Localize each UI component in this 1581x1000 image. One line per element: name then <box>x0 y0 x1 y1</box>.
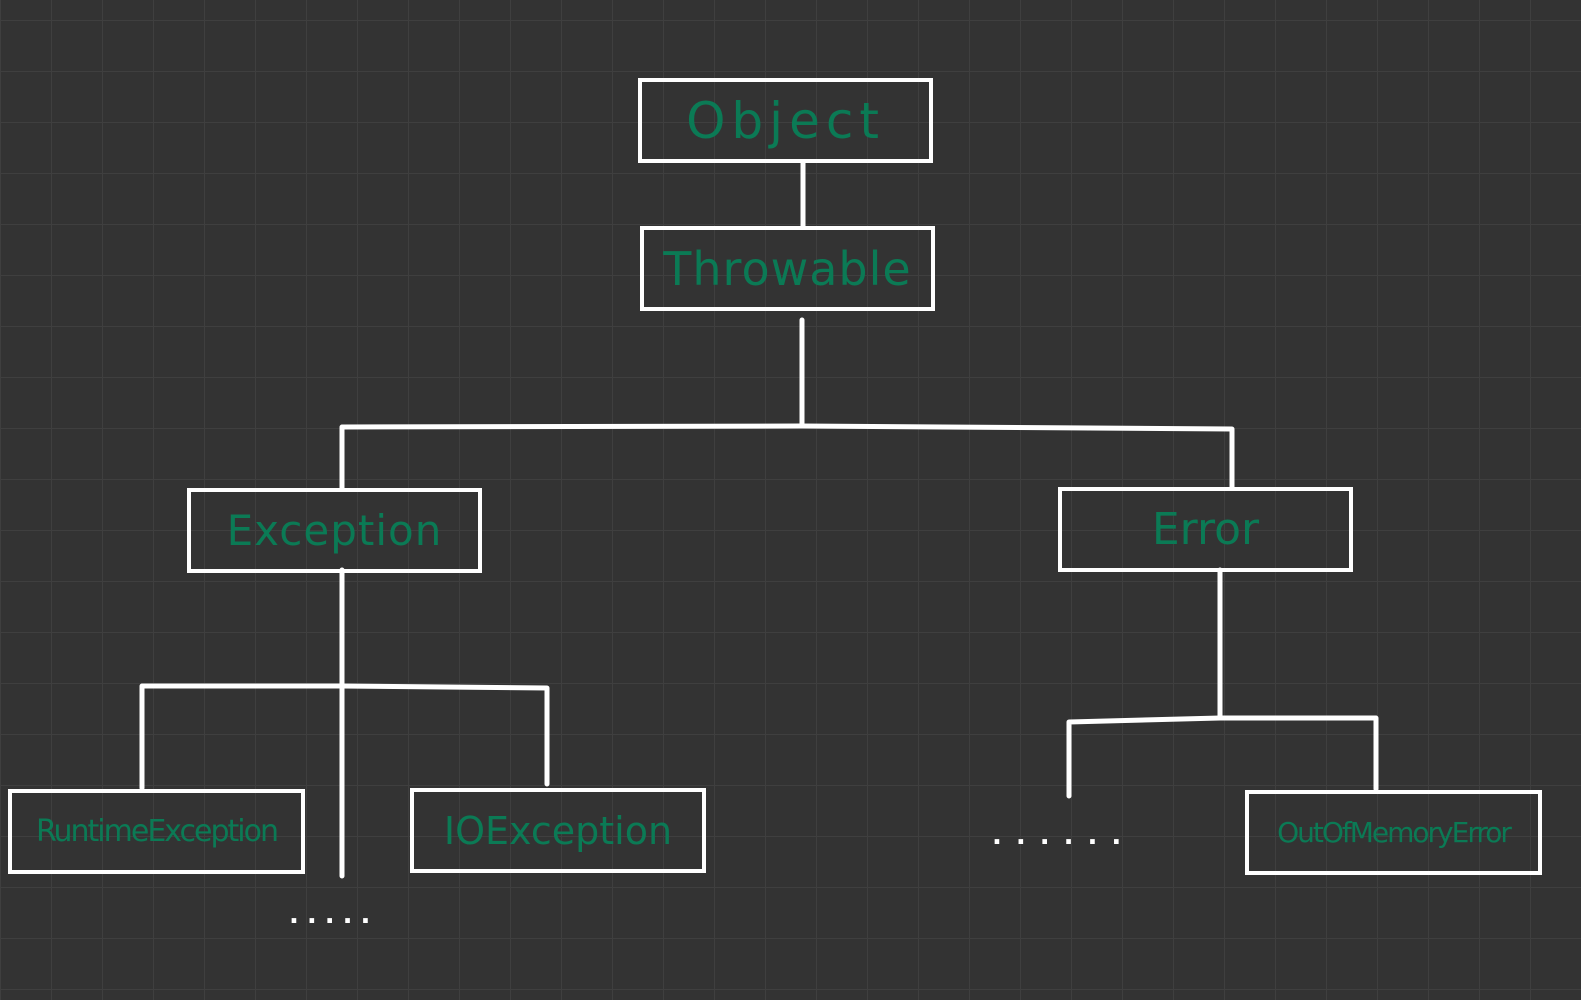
node-exception: Exception <box>187 488 482 573</box>
node-error: Error <box>1058 487 1353 572</box>
node-out-of-memory-error: OutOfMemoryError <box>1245 790 1542 875</box>
node-exception-label: Exception <box>226 506 443 555</box>
node-runtime-exception: RuntimeException <box>8 789 305 874</box>
edge-exception-runtime <box>139 683 345 791</box>
edge-exception-io <box>339 683 550 787</box>
node-io-exception-label: IOException <box>443 808 673 853</box>
edge-error-oom <box>1217 715 1379 792</box>
node-throwable-label: Throwable <box>663 241 912 296</box>
node-error-label: Error <box>1151 504 1260 555</box>
node-io-exception: IOException <box>410 788 706 873</box>
node-object: Object <box>638 78 933 163</box>
edge-throwable-exception <box>339 423 805 491</box>
node-runtime-exception-label: RuntimeException <box>36 814 279 849</box>
node-out-of-memory-error-label: OutOfMemoryError <box>1277 816 1512 849</box>
node-object-label: Object <box>686 91 885 150</box>
edge-throwable-error <box>799 423 1235 490</box>
ellipsis-exception-more: ..... <box>289 900 379 930</box>
node-throwable: Throwable <box>640 226 935 311</box>
ellipsis-error-more: ...... <box>992 821 1136 851</box>
edge-error-more <box>1066 715 1223 799</box>
